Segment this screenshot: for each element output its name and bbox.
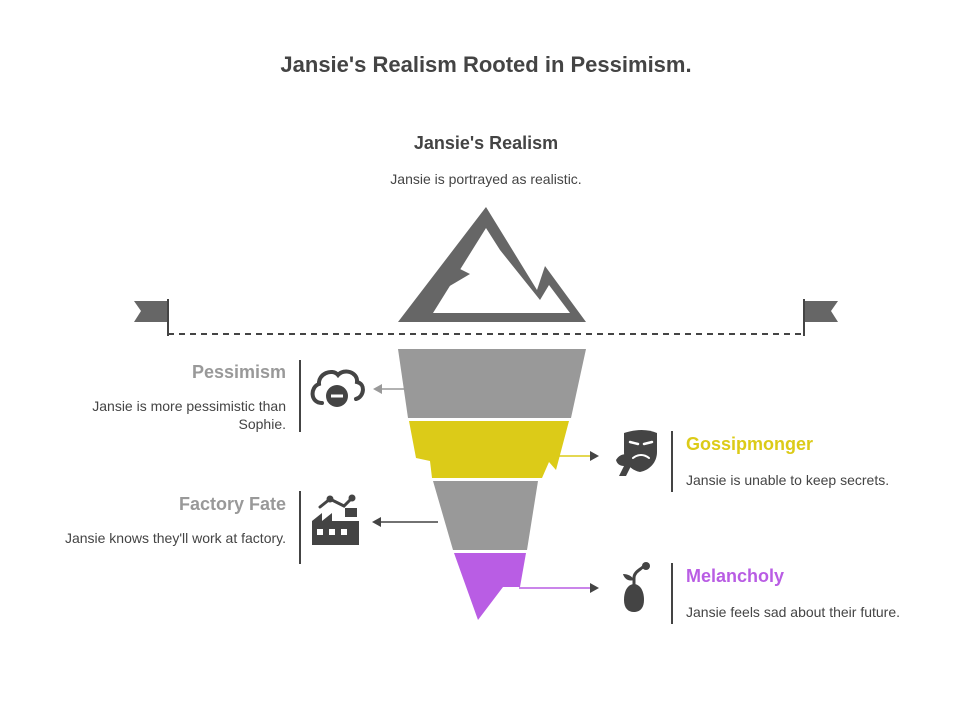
connector-melancholy — [519, 583, 599, 593]
connector-gossipmonger — [558, 451, 599, 461]
layer-label-pessimism: Pessimism — [191, 362, 286, 382]
layer-description-gossipmonger: Jansie is unable to keep secrets. — [686, 472, 890, 488]
diagram-title: Jansie's Realism Rooted in Pessimism. — [280, 52, 692, 77]
layer-pessimism — [398, 349, 586, 418]
layer-melancholy — [454, 553, 526, 620]
layer-gossipmonger — [409, 421, 569, 478]
connector-factory-fate — [372, 517, 438, 527]
cloud-minus-icon — [310, 369, 365, 407]
layer-label-melancholy: Melancholy — [686, 566, 785, 586]
factory-robot-arm-icon — [312, 494, 359, 545]
wilted-plant-icon — [623, 562, 650, 612]
layer-description-pessimism: Jansie is more pessimistic than Sophie. — [92, 398, 286, 432]
layer-factory-fate — [433, 481, 538, 550]
summit-description: Jansie is portrayed as realistic. — [390, 171, 582, 187]
layer-description-melancholy: Jansie feels sad about their future. — [686, 604, 901, 620]
layer-description-factory-fate: Jansie knows they'll work at factory. — [64, 530, 286, 546]
layer-label-factory-fate: Factory Fate — [178, 494, 286, 514]
connector-pessimism — [373, 384, 404, 394]
summit-title: Jansie's Realism — [413, 133, 559, 153]
left-flag-icon — [134, 301, 167, 322]
theater-mask-icon — [616, 430, 657, 476]
right-flag-icon — [805, 301, 838, 322]
layer-label-gossipmonger: Gossipmonger — [686, 434, 814, 454]
mountain-icon — [398, 207, 586, 322]
